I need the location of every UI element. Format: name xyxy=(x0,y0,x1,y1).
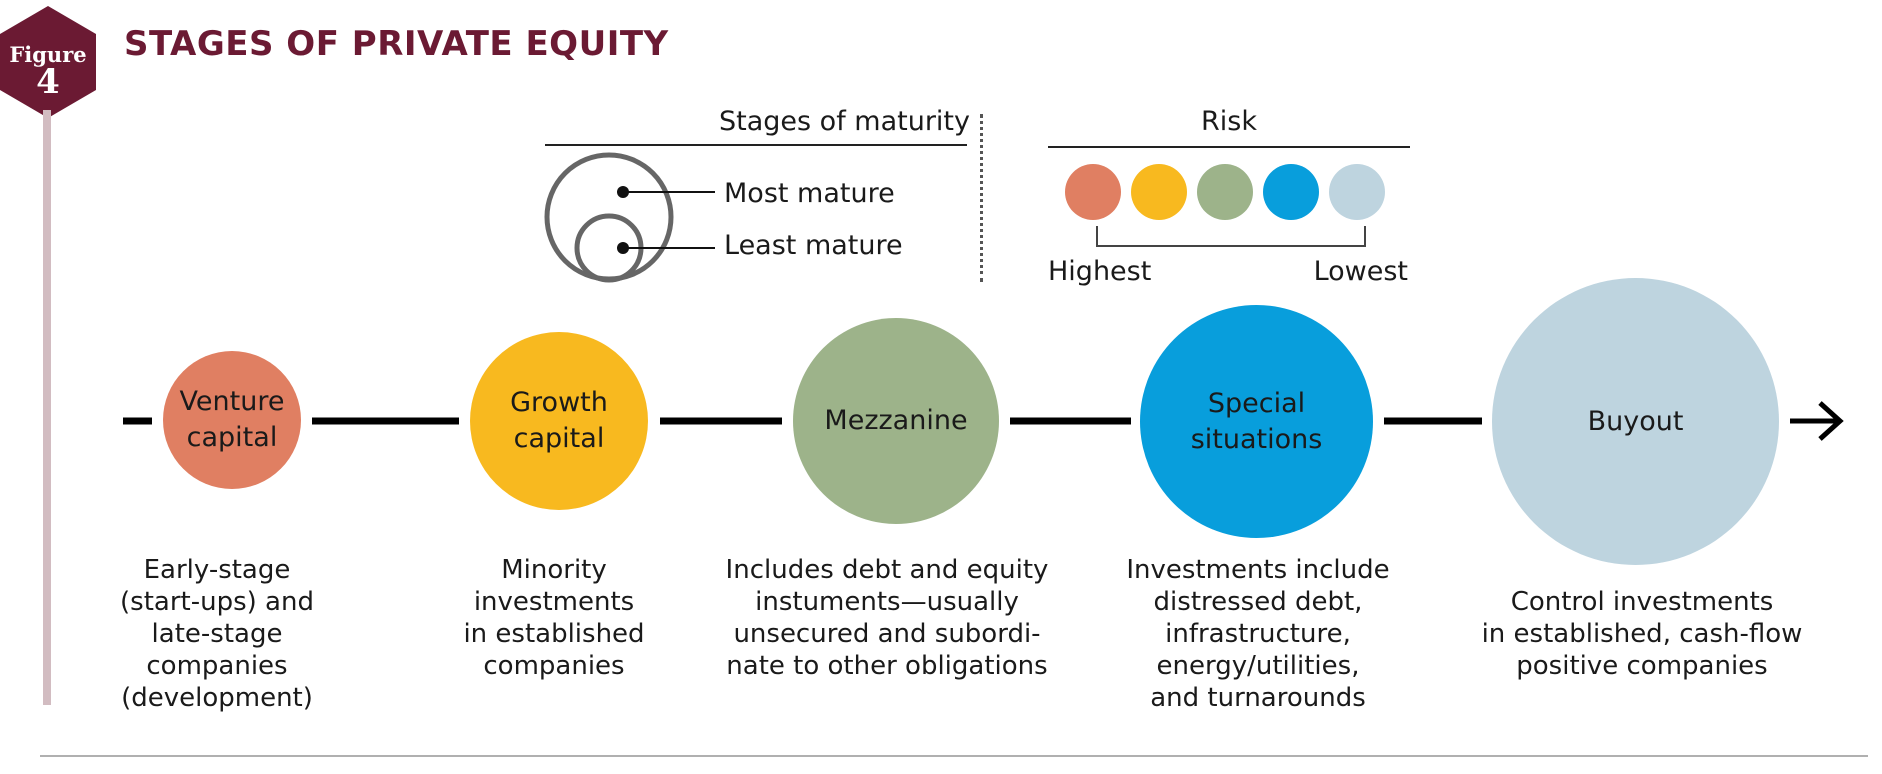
risk-lowest-label: Lowest xyxy=(1313,256,1408,287)
maturity-legend-heading: Stages of maturity xyxy=(719,106,970,137)
figure-badge-label: Figure xyxy=(9,42,87,67)
stage-special-situations-label: Special situations xyxy=(1190,387,1323,455)
risk-dot-lowest xyxy=(1329,164,1385,220)
stage-venture-capital-description: Early-stage (start-ups) and late-stage c… xyxy=(120,555,314,713)
bottom-rule xyxy=(40,755,1868,757)
figure-badge-number: 4 xyxy=(36,62,60,102)
stage-mezzanine: Mezzanine xyxy=(793,318,999,524)
page-title: STAGES OF PRIVATE EQUITY xyxy=(124,24,669,64)
maturity-least-label: Least mature xyxy=(724,230,903,261)
maturity-most-label: Most mature xyxy=(724,178,895,209)
stage-buyout-description: Control investments in established, cash… xyxy=(1481,587,1803,681)
risk-dot-medium xyxy=(1197,164,1253,220)
stage-special-situations-description: Investments include distressed debt, inf… xyxy=(1126,555,1390,713)
risk-legend-rule xyxy=(1048,146,1410,148)
stage-mezzanine-label: Mezzanine xyxy=(824,405,968,436)
risk-legend-heading: Risk xyxy=(1201,106,1257,137)
risk-highest-label: Highest xyxy=(1048,256,1152,287)
figure-badge-hexagon xyxy=(0,6,96,118)
stage-growth-capital-label: Growth capital xyxy=(510,387,608,454)
risk-dot-low xyxy=(1263,164,1319,220)
risk-dot-high xyxy=(1131,164,1187,220)
legend-divider xyxy=(980,114,983,282)
timeline-arrow-head xyxy=(1818,401,1844,441)
stage-venture-capital: Venture capital xyxy=(163,351,301,489)
stage-growth-capital: Growth capital xyxy=(470,332,648,510)
stage-growth-capital-description: Minority investments in established comp… xyxy=(463,555,645,681)
maturity-legend-rule xyxy=(545,144,967,146)
stage-special-situations: Special situations xyxy=(1140,305,1373,538)
accent-bar xyxy=(43,110,51,705)
stage-venture-capital-label: Venture capital xyxy=(179,386,285,453)
stage-buyout: Buyout xyxy=(1492,278,1779,565)
risk-dot-highest xyxy=(1065,164,1121,220)
stage-mezzanine-description: Includes debt and equity instuments—usua… xyxy=(725,555,1049,681)
stage-buyout-label: Buyout xyxy=(1587,405,1684,437)
